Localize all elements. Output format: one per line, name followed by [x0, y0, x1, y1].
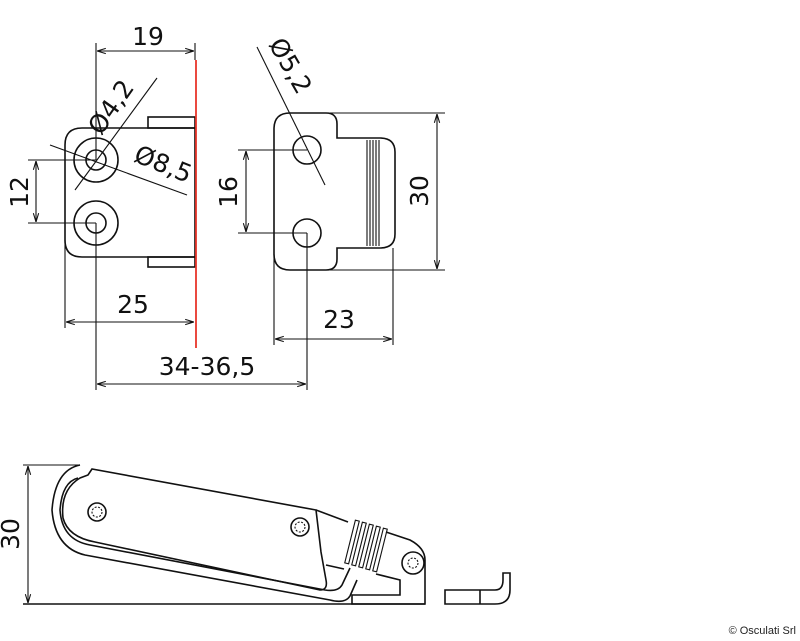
dim-23-label: 23 [323, 305, 355, 334]
dim-dia-4-2-label: Ø4,2 [82, 74, 140, 139]
screw-head-icon [87, 502, 107, 522]
lever-body [61, 468, 328, 591]
dim-side-30-label: 30 [0, 518, 25, 550]
base-plate-view [28, 43, 306, 390]
dim-dia-8-5-label: Ø8,5 [130, 140, 196, 189]
hook-arm-outer [51, 464, 358, 603]
dim-span-label: 34-36,5 [159, 352, 256, 381]
hook-arm-inner [59, 477, 351, 592]
dim-dia-5-2-label: Ø5,2 [263, 33, 318, 99]
keeper-view [238, 46, 445, 390]
dim-25-label: 25 [117, 290, 149, 319]
leader-dia-5-2 [256, 46, 326, 186]
keeper-side-profile [444, 572, 511, 605]
screw-head-icon [407, 557, 419, 569]
spring [344, 519, 388, 573]
leader-dia-8-5 [49, 144, 188, 196]
top-tab [147, 116, 196, 129]
keeper-outline [273, 112, 396, 271]
dim-19-label: 19 [132, 22, 164, 51]
bottom-tab [147, 256, 196, 268]
copyright-text: © Osculati Srl [728, 625, 796, 637]
keeper-roller-ribs [366, 140, 380, 246]
screw-head-icon [290, 517, 310, 537]
hinge-block [351, 531, 426, 605]
leader-dia-4-2 [74, 77, 158, 191]
dim-30-label: 30 [405, 175, 434, 207]
base-plate-outline [64, 127, 196, 258]
side-view [23, 464, 511, 605]
hinge-pin [401, 551, 425, 575]
dim-16-label: 16 [214, 176, 243, 208]
dim-12-label: 12 [5, 176, 34, 208]
